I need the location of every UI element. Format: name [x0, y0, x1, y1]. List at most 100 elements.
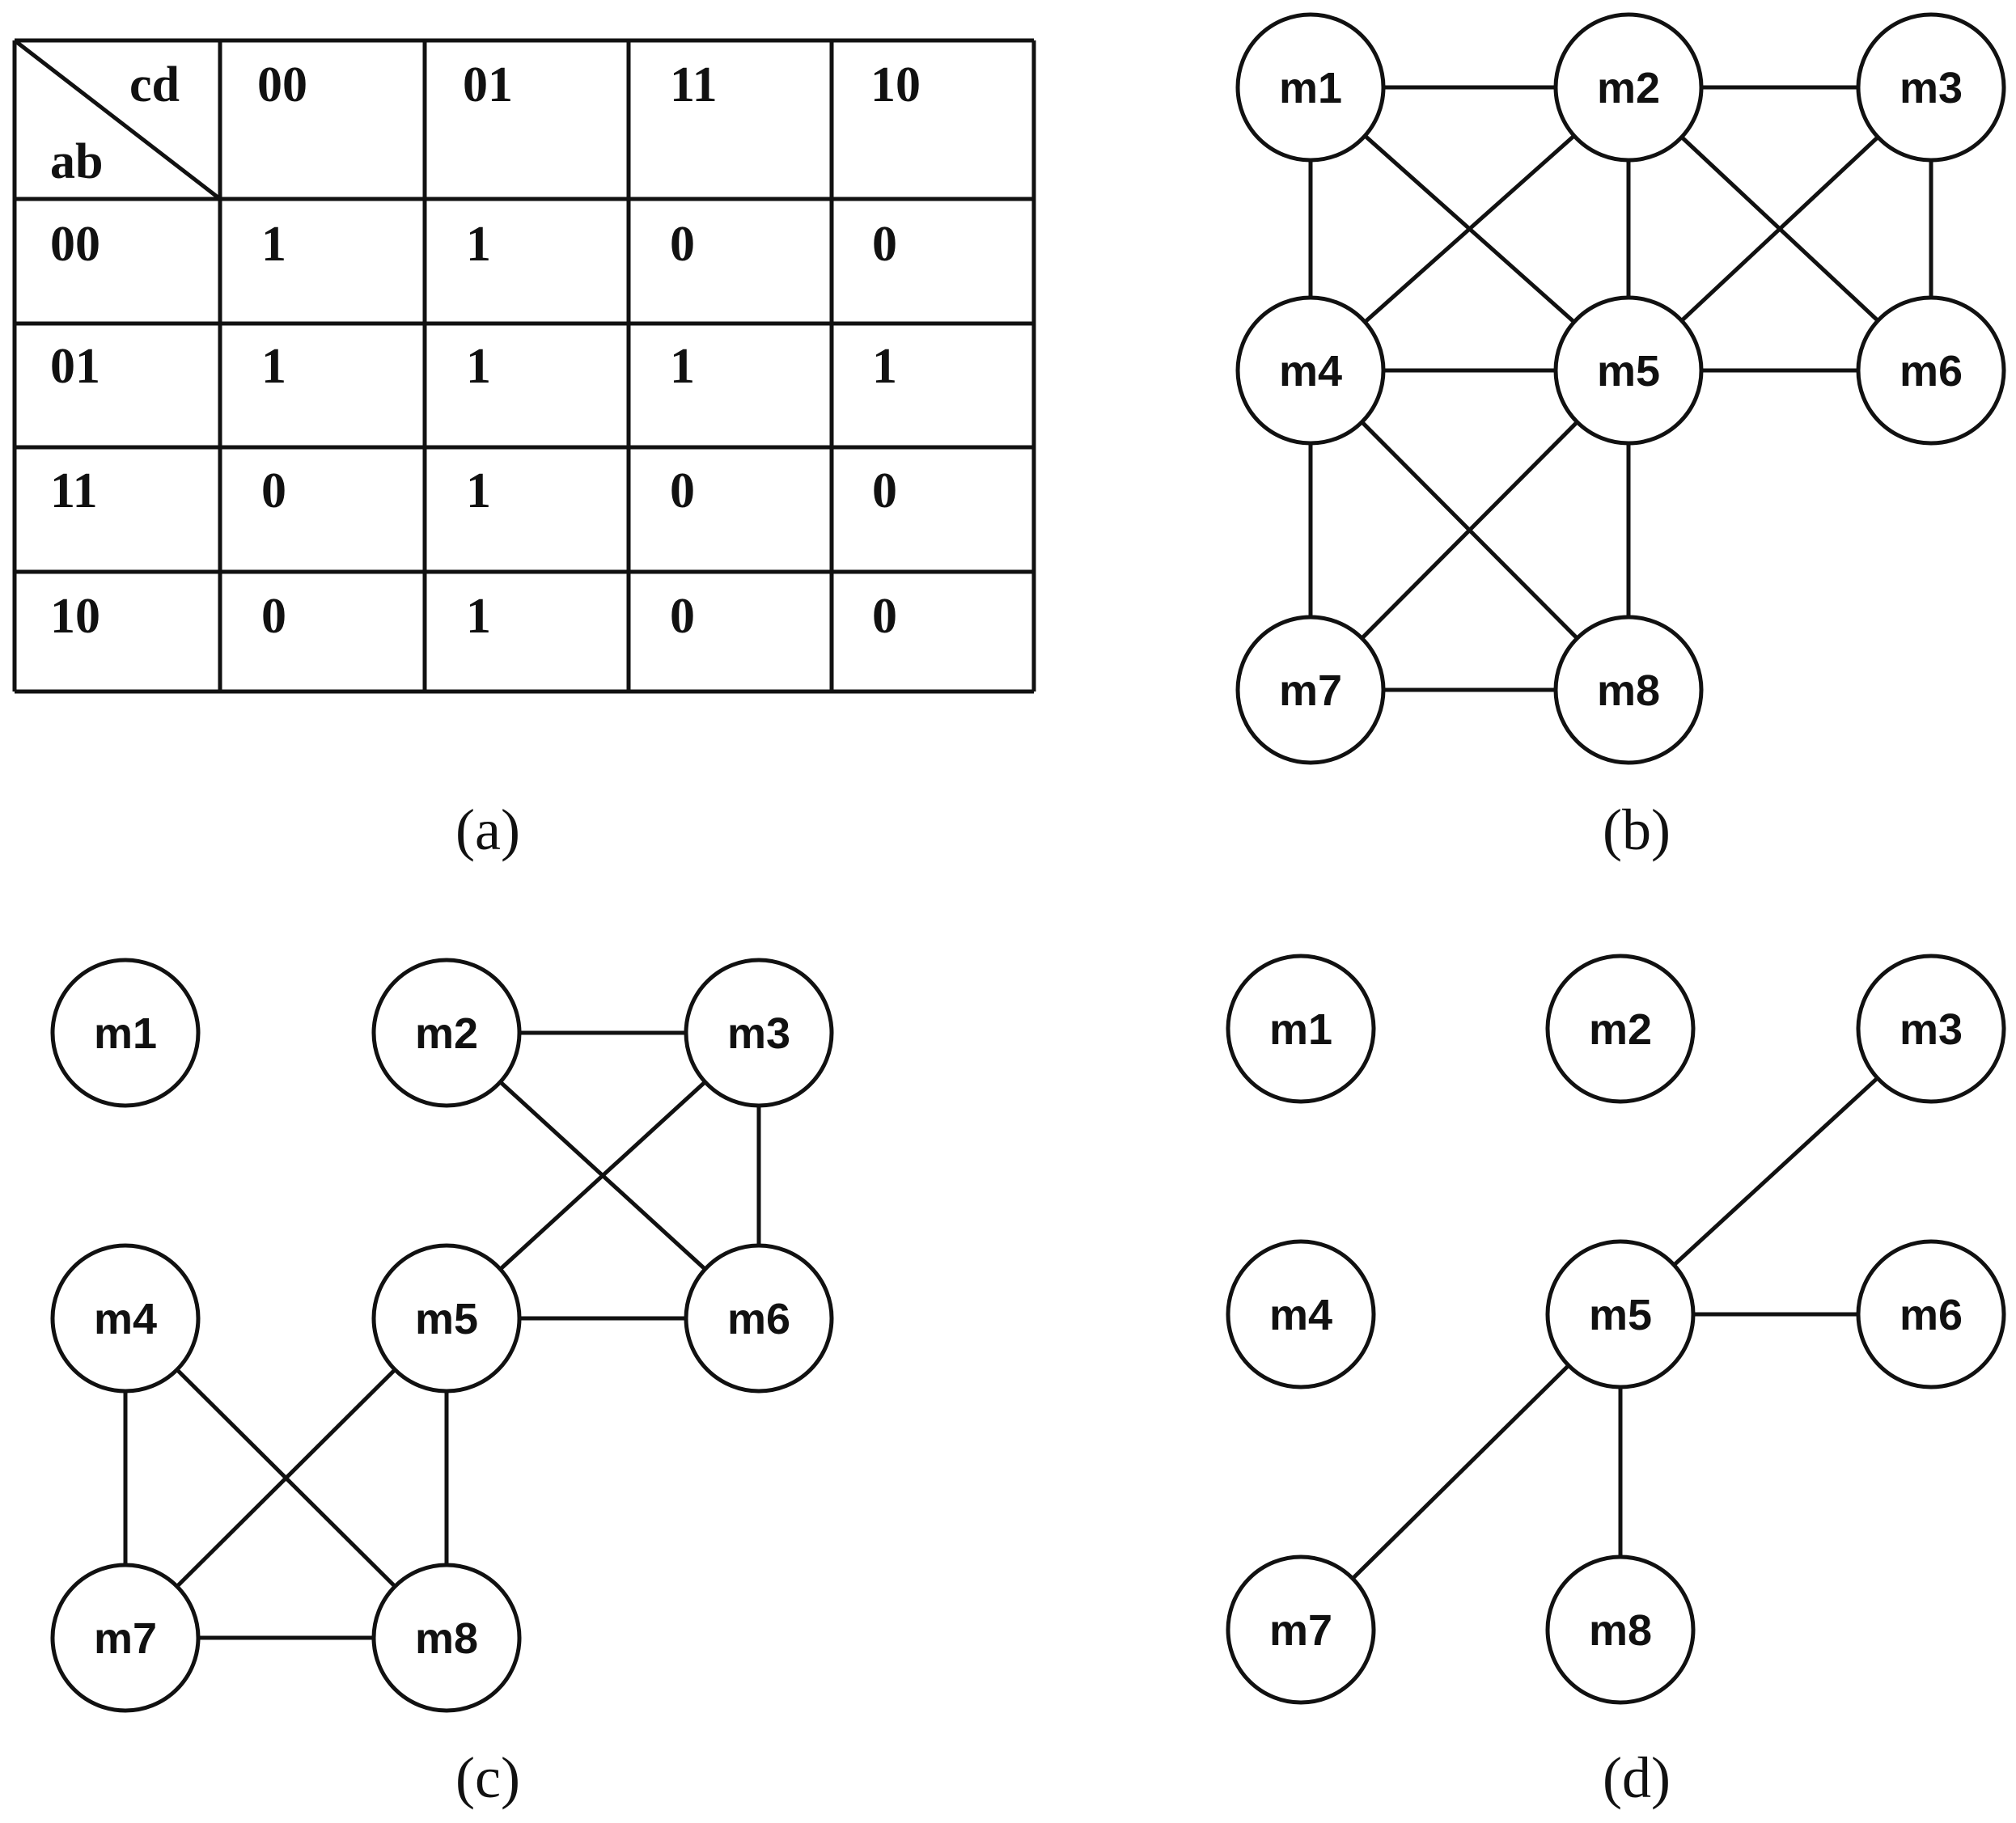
kmap-cell: 0: [670, 217, 695, 272]
node-label: m1: [1269, 1005, 1332, 1054]
caption-a: (a): [455, 797, 520, 862]
node-m1: m1: [1226, 954, 1376, 1104]
edge-m5-m7: [176, 1368, 396, 1588]
node-circle: [1856, 295, 2006, 446]
node-m4: m4: [1235, 295, 1386, 446]
node-label: m2: [1589, 1005, 1652, 1054]
kmap-col-var: cd: [129, 57, 180, 112]
node-circle: [1553, 12, 1704, 163]
node-label: m4: [1279, 347, 1342, 395]
node-m5: m5: [1545, 1239, 1696, 1389]
node-label: m8: [1589, 1606, 1652, 1655]
kmap-col-header: 01: [463, 57, 513, 112]
node-label: m5: [415, 1295, 478, 1343]
node-label: m4: [1269, 1291, 1332, 1339]
node-circle: [1553, 615, 1704, 765]
node-m8: m8: [1545, 1554, 1696, 1705]
node-label: m8: [415, 1614, 478, 1663]
node-m7: m7: [50, 1563, 201, 1713]
kmap-col-header: 11: [670, 57, 718, 112]
node-m4: m4: [50, 1243, 201, 1394]
karnaugh-map: cd ab 00 01 11 10 00 01 11 10 1 1 0 0 1 …: [12, 38, 1036, 694]
node-label: m2: [1597, 64, 1660, 112]
node-circle: [371, 1563, 522, 1713]
node-label: m3: [1900, 1005, 1963, 1054]
node-m2: m2: [1553, 12, 1704, 163]
kmap-cell: 0: [670, 463, 695, 518]
node-circle: [1545, 1554, 1696, 1705]
kmap-cell: 0: [872, 217, 897, 272]
node-circle: [1235, 12, 1386, 163]
node-label: m3: [1900, 64, 1963, 112]
node-circle: [1226, 954, 1376, 1104]
kmap-row-header: 11: [50, 463, 98, 518]
kmap-col-header: 10: [870, 57, 921, 112]
node-circle: [371, 1243, 522, 1394]
kmap-cell: 1: [466, 339, 491, 394]
kmap-cell: 1: [466, 589, 491, 644]
node-label: m6: [727, 1295, 790, 1343]
node-m1: m1: [50, 958, 201, 1108]
caption-d: (d): [1603, 1745, 1671, 1810]
node-circle: [50, 1563, 201, 1713]
node-m8: m8: [371, 1563, 522, 1713]
node-m7: m7: [1235, 615, 1386, 765]
node-label: m6: [1900, 347, 1963, 395]
node-label: m5: [1589, 1291, 1652, 1339]
node-circle: [684, 1243, 834, 1394]
kmap-cell: 0: [872, 463, 897, 518]
node-circle: [1545, 954, 1696, 1104]
node-label: m1: [94, 1009, 157, 1058]
graph-panel-d: m1 m2 m3 m4 m5 m6 m7 m8: [1226, 954, 2006, 1705]
node-m2: m2: [371, 958, 522, 1108]
node-m5: m5: [1553, 295, 1704, 446]
kmap-row-header: 10: [50, 589, 100, 644]
node-m6: m6: [1856, 1239, 2006, 1389]
node-label: m7: [1269, 1606, 1332, 1655]
kmap-cell: 1: [670, 339, 695, 394]
graph-panel-b: m1 m2 m3 m4 m5 m6 m7 m8: [1235, 12, 2006, 765]
node-circle: [1856, 12, 2006, 163]
edge-m3-m5: [1680, 135, 1879, 323]
node-circle: [1226, 1239, 1376, 1389]
kmap-col-header: 00: [257, 57, 307, 112]
kmap-cell: 1: [466, 463, 491, 518]
node-m3: m3: [1856, 12, 2006, 163]
node-label: m1: [1279, 64, 1342, 112]
edge-m2-m4: [1363, 133, 1576, 324]
edge-m5-m7: [1351, 1364, 1570, 1580]
node-label: m8: [1597, 666, 1660, 715]
node-circle: [1553, 295, 1704, 446]
kmap-cell: 0: [872, 589, 897, 644]
caption-c: (c): [455, 1745, 520, 1810]
node-m1: m1: [1235, 12, 1386, 163]
kmap-row-var: ab: [50, 134, 103, 189]
edge-m5-m7: [1360, 421, 1579, 640]
node-m3: m3: [1856, 954, 2006, 1104]
node-label: m3: [727, 1009, 790, 1058]
node-label: m4: [94, 1295, 157, 1343]
edge-m3-m5: [498, 1080, 707, 1271]
node-label: m5: [1597, 347, 1660, 395]
node-label: m2: [415, 1009, 478, 1058]
node-m4: m4: [1226, 1239, 1376, 1389]
node-m3: m3: [684, 958, 834, 1108]
node-label: m7: [1279, 666, 1342, 715]
node-circle: [371, 958, 522, 1108]
node-circle: [1235, 615, 1386, 765]
node-circle: [1235, 295, 1386, 446]
kmap-cell: 0: [670, 589, 695, 644]
node-m2: m2: [1545, 954, 1696, 1104]
graph-panel-c: m1 m2 m3 m4 m5 m6 m7 m8: [50, 958, 834, 1713]
node-circle: [684, 958, 834, 1108]
node-circle: [1856, 1239, 2006, 1389]
kmap-cell: 1: [872, 339, 897, 394]
node-m5: m5: [371, 1243, 522, 1394]
node-m8: m8: [1553, 615, 1704, 765]
kmap-cell: 0: [261, 589, 286, 644]
node-m6: m6: [684, 1243, 834, 1394]
node-circle: [1226, 1554, 1376, 1705]
node-m6: m6: [1856, 295, 2006, 446]
edge-m3-m5: [1672, 1076, 1879, 1267]
